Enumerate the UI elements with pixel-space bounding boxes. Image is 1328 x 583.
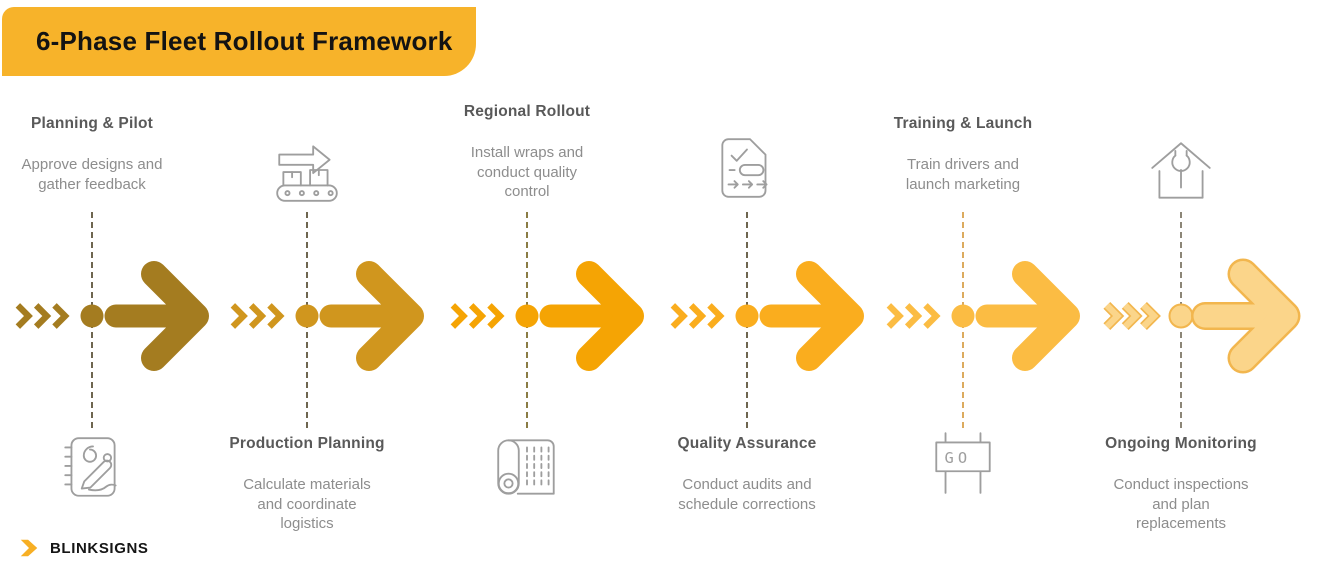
brand-chevron-icon [20,539,38,557]
phase-title: Ongoing Monitoring [1105,435,1257,452]
phase-description: Install wraps and conduct quality contro… [470,144,584,200]
phase-text-block: Production Planning Calculate materials … [197,435,417,534]
page-title: 6-Phase Fleet Rollout Framework [36,26,453,56]
phase-description: Train drivers and launch marketing [905,156,1021,193]
dot-icon [951,304,975,328]
chevrons-icon [15,303,70,329]
dot-icon [1168,303,1194,329]
chevrons-icon [450,303,505,329]
timeline-arrow-5 [853,0,1080,583]
dot-icon [515,304,539,328]
phase-ongoing-monitoring: Ongoing Monitoring Conduct inspections a… [1071,0,1301,583]
phase-description: Approve designs and gather feedback [21,156,163,193]
house-wrench-icon [1144,134,1218,208]
phase-title: Training & Launch [893,115,1033,132]
phase-regional-rollout: Regional Rollout Install wraps and condu… [417,0,644,583]
timeline-arrow-4 [637,0,864,583]
phase-title: Regional Rollout [463,103,591,120]
phase-description: Conduct inspections and plan replacement… [1113,476,1249,532]
big-arrow-icon [975,261,1080,371]
chevrons-icon [1103,301,1161,331]
phase-title: Quality Assurance [677,435,817,452]
phase-text-block: Training & Launch Train drivers and laun… [853,115,1073,194]
phase-text-block: Ongoing Monitoring Conduct inspections a… [1071,435,1291,534]
big-arrow-icon [539,261,644,371]
chevrons-icon [230,303,285,329]
phase-title: Planning & Pilot [30,115,154,132]
phase-text-block: Planning & Pilot Approve designs and gat… [0,115,202,194]
phase-training-launch: Training & Launch Train drivers and laun… [853,0,1080,583]
conveyor-belt-icon [270,133,344,207]
big-arrow-icon [1191,258,1301,374]
header-banner: 6-Phase Fleet Rollout Framework [2,7,476,76]
go-sign-icon: GO [926,425,1000,499]
go-sign-label: GO [944,449,971,467]
phase-description: Conduct audits and schedule corrections [678,476,816,513]
vinyl-roll-icon [490,430,564,504]
brand-name: BLINKSIGNS [50,539,149,557]
phase-description: Calculate materials and coordinate logis… [243,476,371,532]
checklist-document-icon [710,131,784,205]
dot-icon [80,304,104,328]
dot-icon [735,304,759,328]
big-arrow-icon [319,261,424,371]
chevrons-icon [670,303,725,329]
brand-logo: BLINKSIGNS [18,537,149,559]
big-arrow-icon [759,261,864,371]
phase-planning-pilot: Planning & Pilot Approve designs and gat… [0,0,209,583]
big-arrow-icon [104,261,209,371]
timeline-arrow-6 [1071,0,1301,583]
dot-icon [295,304,319,328]
phase-text-block: Quality Assurance Conduct audits and sch… [637,435,857,514]
phase-text-block: Regional Rollout Install wraps and condu… [417,103,637,202]
timeline-arrow-1 [0,0,209,583]
notebook-pen-icon [55,429,129,507]
timeline-arrow-3 [417,0,644,583]
phase-production-planning: Production Planning Calculate materials … [197,0,424,583]
chevrons-icon [886,303,941,329]
phase-quality-assurance: Quality Assurance Conduct audits and sch… [637,0,864,583]
timeline-arrow-2 [197,0,424,583]
phase-title: Production Planning [229,435,385,452]
